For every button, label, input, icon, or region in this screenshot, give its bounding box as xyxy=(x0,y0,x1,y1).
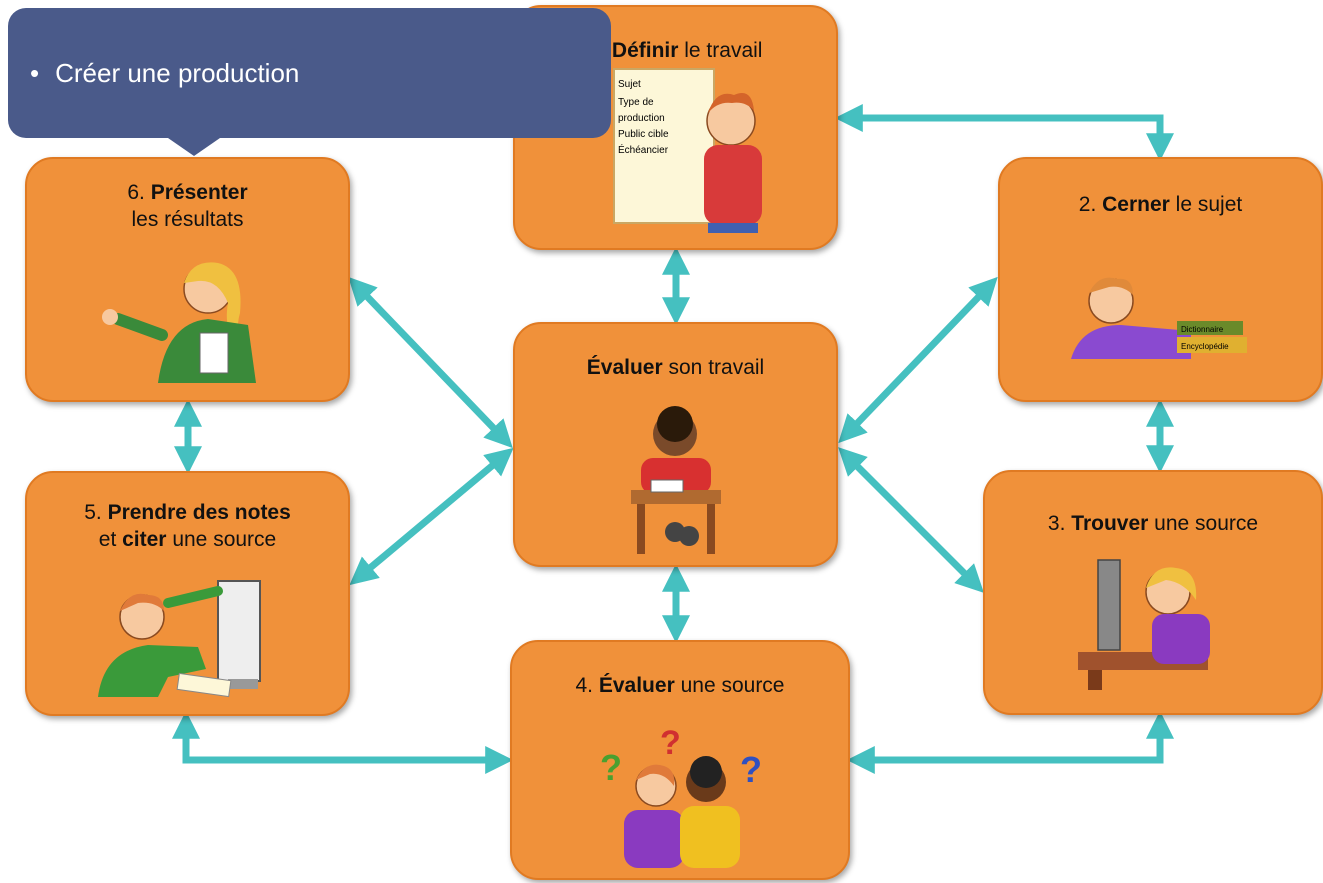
callout-bubble: • Créer une production xyxy=(8,8,611,156)
svg-text:?: ? xyxy=(660,724,681,762)
arrow-6-center xyxy=(348,276,513,449)
step-6-box: 6. Présenter les résultats xyxy=(25,157,350,402)
arrow-2-center xyxy=(838,276,998,444)
sheet-line-2: Type de xyxy=(618,97,654,108)
planning-student-illustration: Sujet Type de production Public cible Éc… xyxy=(612,68,762,233)
reading-student-illustration: Dictionnaire Encyclopédie xyxy=(1070,277,1247,359)
questioning-students-illustration: ? ? ? xyxy=(600,724,762,868)
arrow-5-center xyxy=(349,447,514,586)
book-label-1: Dictionnaire xyxy=(1181,325,1224,334)
center-box: Évaluer son travail xyxy=(513,322,838,567)
evaluating-student-illustration xyxy=(630,406,721,554)
sheet-line-3: production xyxy=(618,113,665,124)
step-2-title: 2. Cerner le sujet xyxy=(1078,193,1243,216)
arrow-3-center xyxy=(838,447,984,593)
step-6-title: 6. Présenter les résultats xyxy=(127,181,248,231)
step-5-box: 5. Prendre des notes et citer une source xyxy=(25,471,350,716)
callout-text: Créer une production xyxy=(55,58,300,88)
book-label-2: Encyclopédie xyxy=(1181,342,1229,351)
presenting-student-illustration xyxy=(101,262,256,383)
sheet-line-5: Échéancier xyxy=(618,143,669,156)
step-3-title: 3. Trouver une source xyxy=(1047,512,1259,535)
computer-student-illustration xyxy=(1078,559,1210,690)
step-4-title: 4. Évaluer une source xyxy=(575,674,785,697)
note-taking-student-illustration xyxy=(97,580,261,698)
arrow-1-2 xyxy=(834,104,1174,162)
arrow-5-4 xyxy=(172,710,514,774)
step-2-box: 2. Cerner le sujet Dictionnaire Encyclop… xyxy=(998,157,1323,402)
callout-bullet: • xyxy=(30,58,40,88)
arrow-3-4 xyxy=(846,710,1174,774)
sheet-line-1: Sujet xyxy=(618,79,641,90)
svg-text:?: ? xyxy=(600,747,622,788)
step-4-box: 4. Évaluer une source ? ? ? xyxy=(510,640,850,880)
step-3-box: 3. Trouver une source xyxy=(983,470,1323,715)
step-5-title: 5. Prendre des notes et citer une source xyxy=(84,501,291,551)
center-title: Évaluer son travail xyxy=(586,356,765,379)
sheet-line-4: Public cible xyxy=(618,129,669,140)
svg-text:?: ? xyxy=(740,749,762,790)
